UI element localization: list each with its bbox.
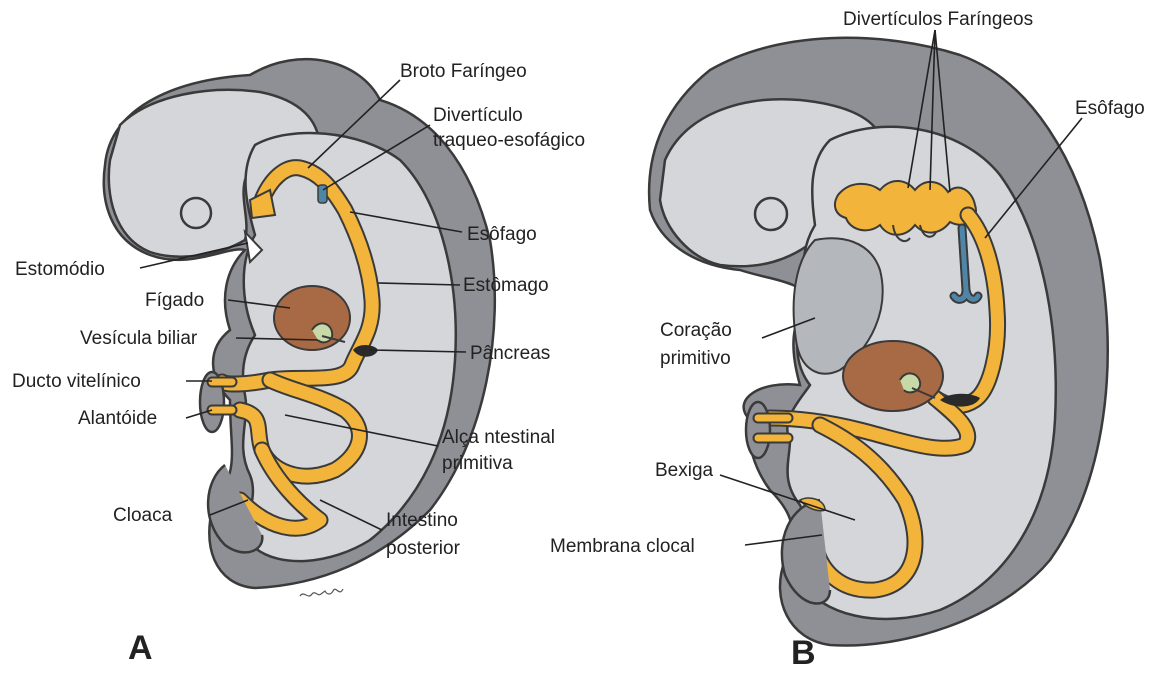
label-alantoide: Alantóide (78, 408, 157, 429)
label-diverticulos-faringeos: Divertículos Faríngeos (843, 9, 1033, 30)
label-cloaca: Cloaca (113, 505, 173, 526)
label-estomago: Estômago (463, 275, 549, 296)
label-broto-faringeo: Broto Faríngeo (400, 61, 527, 82)
artist-signature (300, 589, 343, 596)
embryo-b-eye (755, 198, 787, 230)
panel-b: Divertículos Faríngeos Esôfago Coração p… (550, 9, 1145, 672)
label-esofago-b: Esôfago (1075, 98, 1145, 119)
label-estomodio: Estomódio (15, 259, 105, 280)
liver-b (843, 341, 943, 411)
label-alca-line2: primitiva (442, 453, 513, 474)
label-esofago-a: Esôfago (467, 224, 537, 245)
label-membrana-clocal: Membrana clocal (550, 536, 695, 557)
panel-letter-a: A (128, 629, 153, 667)
label-figado: Fígado (145, 290, 204, 311)
label-diverticulo-line2: traqueo-esofágico (433, 130, 585, 151)
panel-a: Broto Faríngeo Divertículo traqueo-esofá… (12, 59, 585, 667)
label-intestino-line2: posterior (386, 538, 461, 559)
label-bexiga: Bexiga (655, 460, 714, 481)
label-ducto-vitelinico: Ducto vitelínico (12, 371, 141, 392)
label-coracao-line2: primitivo (660, 348, 731, 369)
label-vesicula-biliar: Vesícula biliar (80, 328, 198, 349)
label-coracao-line1: Coração (660, 320, 732, 341)
label-pancreas: Pâncreas (470, 343, 550, 364)
label-diverticulo-line1: Divertículo (433, 105, 523, 126)
panel-letter-b: B (791, 634, 816, 672)
embryo-a-eye (181, 198, 211, 228)
label-alca-line1: Alça ntestinal (442, 427, 555, 448)
yolk-stalk-b (746, 402, 770, 458)
label-intestino-line1: Intestino (386, 510, 458, 531)
